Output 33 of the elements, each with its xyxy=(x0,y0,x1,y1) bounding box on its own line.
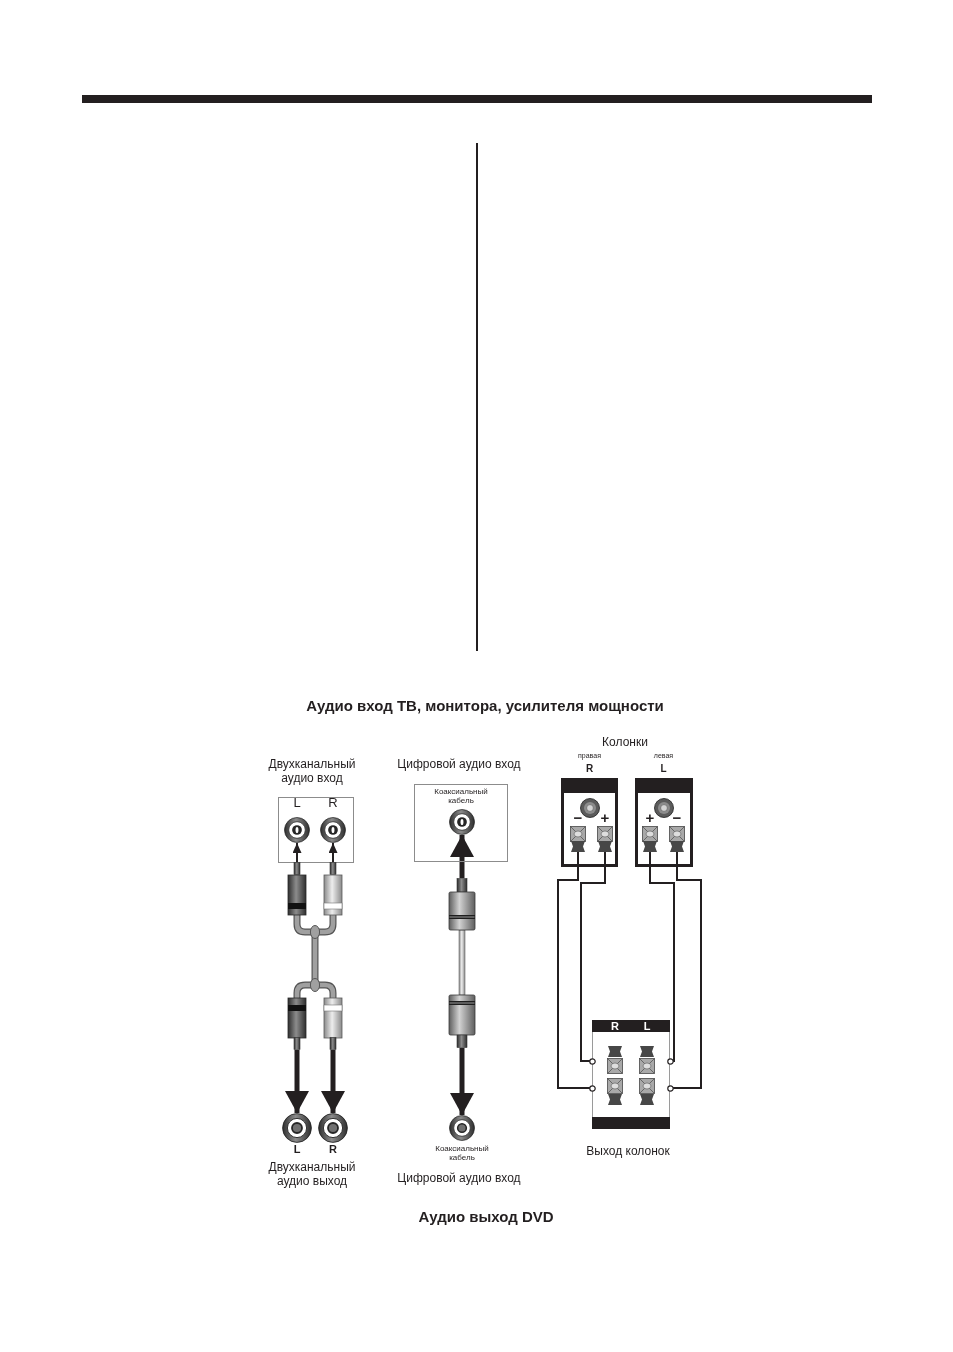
polarity-sign: + xyxy=(644,811,656,825)
channel-label: R xyxy=(584,763,595,774)
polarity-sign: + xyxy=(599,811,611,825)
arrow xyxy=(292,842,302,863)
diagram-caption: Аудио выход DVD xyxy=(417,1208,555,1226)
coaxial-cable-drawing xyxy=(447,878,477,1048)
arrow xyxy=(328,842,338,863)
channel-label: L xyxy=(642,1020,652,1032)
connector-heading: Двухканальный аудио вход xyxy=(267,757,357,785)
cable-label: Коаксиальный кабель xyxy=(434,1144,490,1162)
connector-heading: Цифровой аудио вход xyxy=(396,757,522,771)
arrow xyxy=(450,835,474,878)
channel-label: L xyxy=(659,763,668,774)
channel-label: R xyxy=(327,796,339,810)
arrow xyxy=(450,1048,474,1115)
polarity-sign: − xyxy=(572,811,584,825)
channel-label: R xyxy=(610,1020,620,1032)
channel-label: L xyxy=(292,796,302,810)
wire xyxy=(649,866,675,1062)
connector-caption: Двухканальный аудио выход xyxy=(267,1160,357,1188)
wire xyxy=(580,866,606,1062)
diagram-title: Аудио вход ТВ, монитора, усилителя мощности xyxy=(305,697,665,715)
connector-caption: Цифровой аудио вход xyxy=(396,1171,522,1185)
panel-caption: Выход колонок xyxy=(585,1144,671,1158)
channel-label: R xyxy=(328,1143,338,1155)
cable-label: Коаксиальный кабель xyxy=(433,787,489,805)
arrow xyxy=(321,1050,345,1113)
polarity-sign: − xyxy=(671,811,683,825)
channel-label: L xyxy=(292,1143,302,1155)
arrow xyxy=(285,1050,309,1113)
rca-y-cable-drawing xyxy=(284,862,346,1050)
coaxial-jack-icon xyxy=(449,809,475,835)
section-heading: Колонки xyxy=(601,735,649,749)
